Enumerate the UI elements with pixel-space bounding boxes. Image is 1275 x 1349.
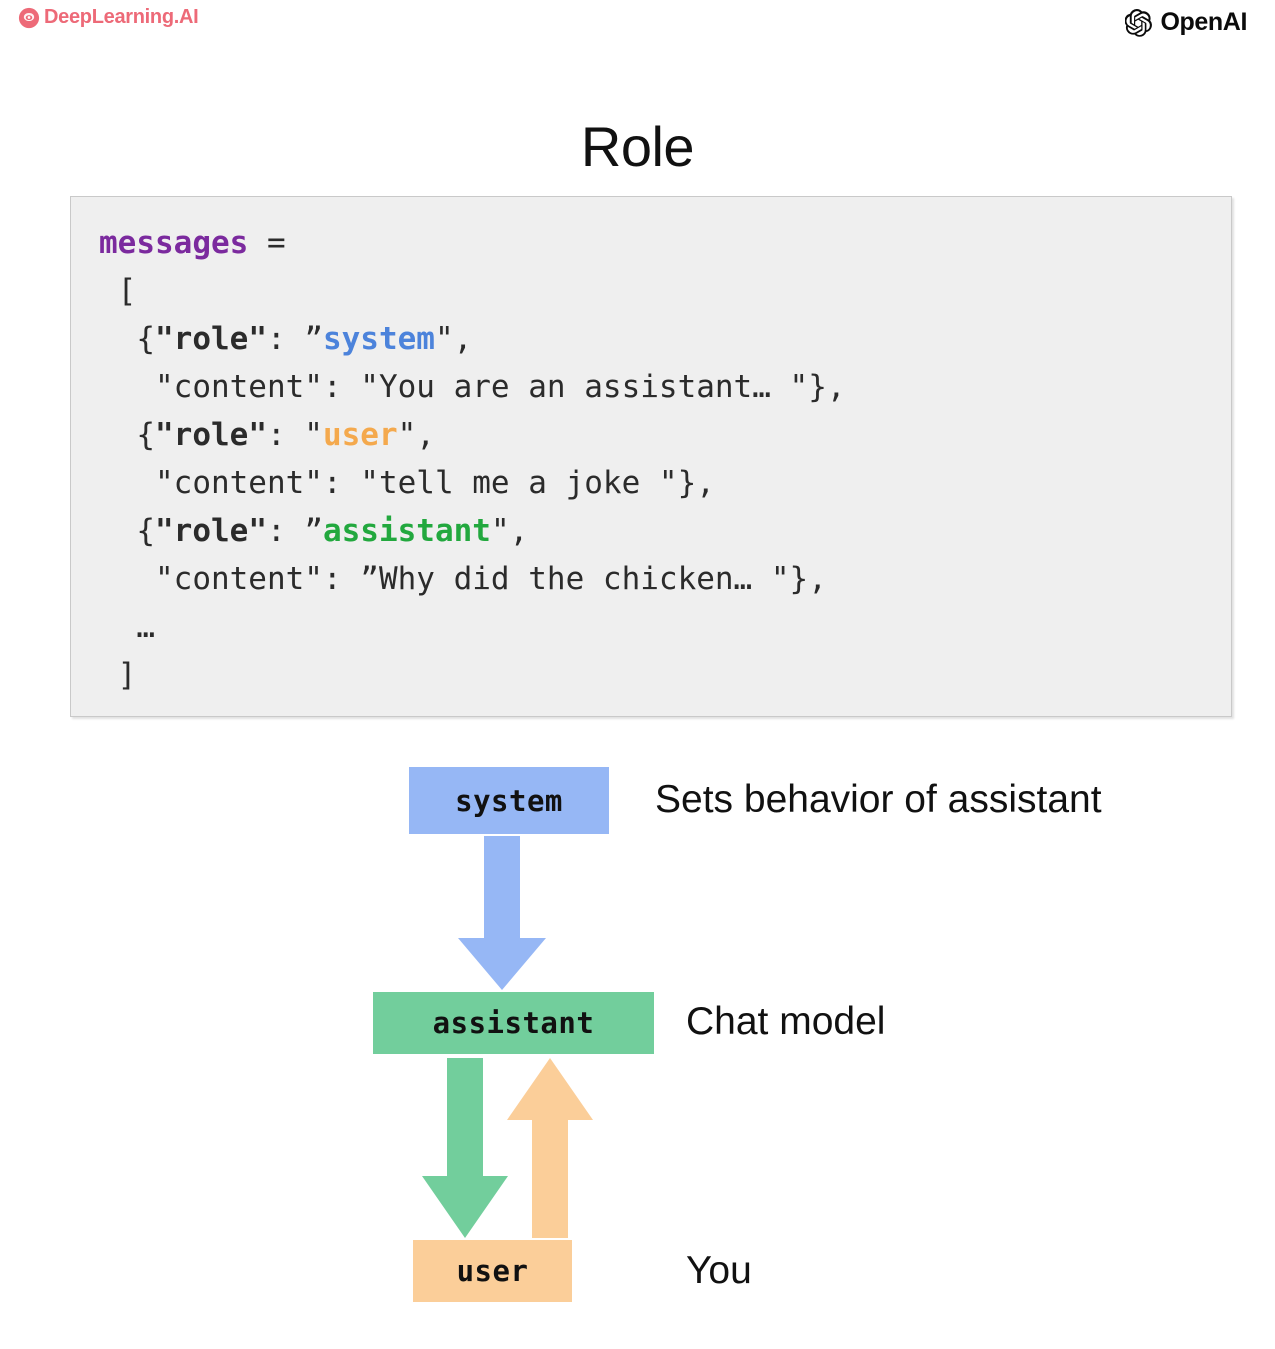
page-title: Role — [580, 115, 695, 178]
code-content: messages = [ {"role": ”system", "content… — [71, 197, 1231, 699]
code-token-user: user — [322, 417, 398, 453]
flow-caption-assistant: Chat model — [686, 1000, 886, 1043]
code-token-asst: assistant — [322, 513, 491, 549]
arrow-assistant-to-user-icon — [422, 1058, 508, 1238]
code-line: messages = — [99, 219, 1231, 267]
deeplearning-logo: DeepLearning.AI — [18, 6, 199, 29]
code-token-plain: ", — [434, 321, 473, 357]
code-token-plain: = — [248, 225, 286, 261]
flow-node-user-label: user — [456, 1254, 529, 1288]
code-token-plain: ” — [304, 321, 323, 357]
code-token-plain: { — [99, 513, 155, 549]
code-token-key: "role" — [155, 417, 267, 453]
flow-node-user[interactable]: user — [413, 1240, 572, 1302]
code-token-plain: : — [266, 321, 305, 357]
code-token-key: "role" — [155, 513, 267, 549]
code-line: "content": ”Why did the chicken… "}, — [99, 555, 1231, 603]
code-token-plain: { — [99, 417, 155, 453]
code-token-plain: ", — [490, 513, 529, 549]
flow-node-system[interactable]: system — [409, 767, 609, 834]
code-token-var: messages — [99, 225, 249, 261]
code-token-plain: : — [266, 513, 305, 549]
code-line: {"role": ”system", — [99, 315, 1231, 363]
deeplearning-logo-icon — [18, 7, 40, 29]
code-token-plain: "content": "You are an assistant… "}, — [99, 369, 846, 405]
flow-caption-system: Sets behavior of assistant — [655, 778, 1102, 821]
openai-wordmark: OpenAI — [1160, 8, 1248, 36]
flow-caption-user: You — [686, 1249, 752, 1292]
code-token-plain: "content": ”Why did the chicken… "}, — [99, 561, 827, 597]
code-token-key: "role" — [155, 321, 267, 357]
code-line: "content": "tell me a joke "}, — [99, 459, 1231, 507]
code-token-plain: ] — [99, 657, 137, 693]
flow-node-assistant-label: assistant — [432, 1006, 595, 1040]
code-line: "content": "You are an assistant… "}, — [99, 363, 1231, 411]
code-token-sys: system — [322, 321, 435, 357]
code-token-plain: { — [99, 321, 155, 357]
code-line: [ — [99, 267, 1231, 315]
arrow-user-to-assistant-icon — [507, 1058, 593, 1238]
code-token-plain: "content": "tell me a joke "}, — [99, 465, 715, 501]
code-line: {"role": ”assistant", — [99, 507, 1231, 555]
deeplearning-wordmark: DeepLearning.AI — [44, 6, 199, 28]
code-token-plain: ” — [304, 513, 323, 549]
code-token-plain: ", — [397, 417, 435, 453]
code-line: ] — [99, 651, 1231, 699]
arrow-system-to-assistant-icon — [458, 836, 546, 990]
code-token-plain: … — [99, 609, 155, 645]
code-line: {"role": "user", — [99, 411, 1231, 459]
openai-logo-icon — [1123, 8, 1153, 37]
flow-node-assistant[interactable]: assistant — [373, 992, 654, 1054]
openai-logo: OpenAI — [1123, 8, 1248, 37]
flow-node-system-label: system — [455, 783, 563, 818]
code-line: … — [99, 603, 1231, 651]
code-token-plain: : " — [266, 417, 323, 453]
code-block: messages = [ {"role": ”system", "content… — [70, 196, 1232, 717]
code-token-plain: [ — [99, 273, 137, 309]
